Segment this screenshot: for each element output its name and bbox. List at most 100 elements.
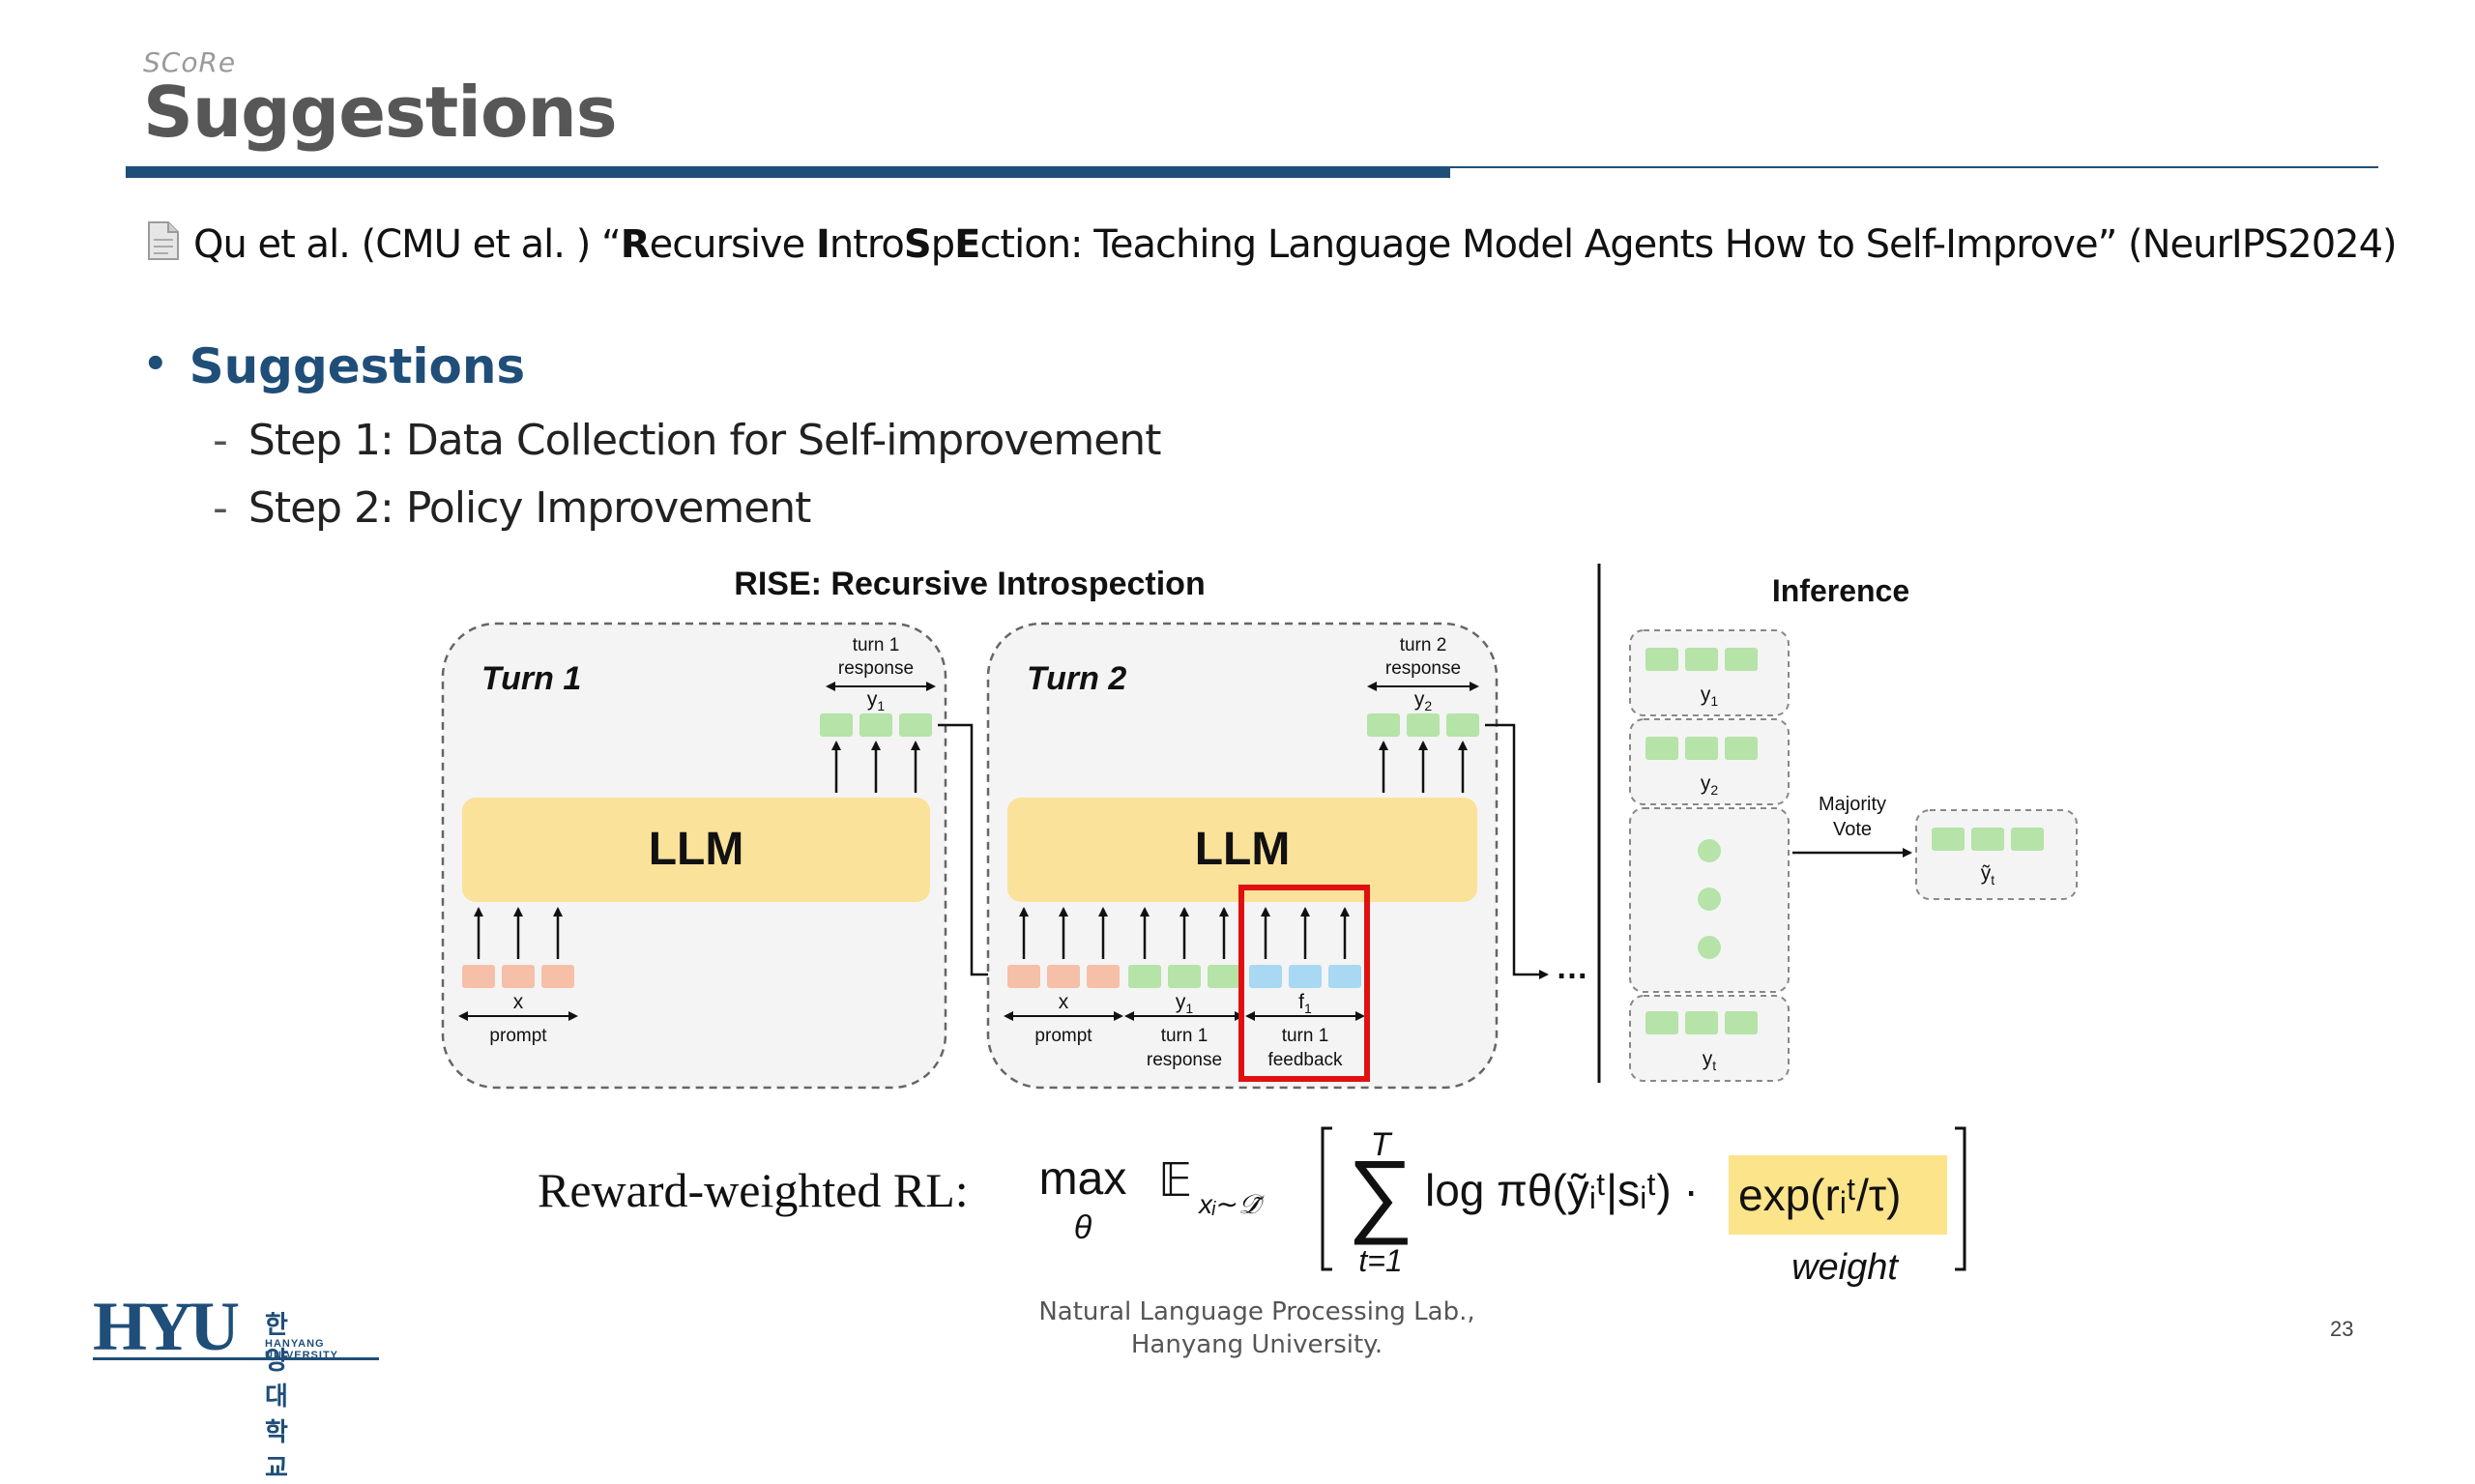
ref-letter-s: S — [903, 222, 932, 267]
feedback-token — [1289, 965, 1322, 988]
response-token — [1645, 648, 1678, 671]
feedback-token — [1249, 965, 1282, 988]
turn1-caption-1: turn 1 — [853, 635, 900, 655]
ref-letter-r: R — [620, 222, 651, 267]
response-token — [1932, 828, 1965, 851]
slide-title: Suggestions — [143, 72, 618, 153]
response-token — [1446, 713, 1479, 737]
prompt-token — [462, 965, 495, 988]
bullet-marker: • — [143, 342, 168, 387]
majority-vote-label-2: Vote — [1833, 819, 1872, 840]
turn2-group-var: f1 — [1298, 991, 1312, 1016]
response-token — [1685, 648, 1718, 671]
step-text: Step 2: Policy Improvement — [248, 483, 812, 533]
prompt-token — [541, 965, 574, 988]
step-text: Step 1: Data Collection for Self-improve… — [248, 416, 1162, 465]
candidate-label: yt — [1703, 1048, 1717, 1073]
response-token — [899, 713, 932, 737]
footer-lab-name: Natural Language Processing Lab., Hanyan… — [967, 1295, 1547, 1361]
ref-text-a: Qu et al. (CMU et al. ) “ — [193, 222, 622, 267]
ref-text-c: ntro — [829, 222, 905, 267]
formula-left-bracket — [1321, 1126, 1332, 1271]
turn2-group-caption: feedback — [1267, 1050, 1343, 1070]
response-token — [1208, 965, 1240, 988]
logo-underline — [93, 1357, 379, 1360]
feedback-highlight-box — [1238, 885, 1370, 1082]
step-item: -Step 2: Policy Improvement — [213, 483, 812, 533]
ellipsis-dot — [1698, 936, 1721, 959]
response-token — [1128, 965, 1161, 988]
step-item: -Step 1: Data Collection for Self-improv… — [213, 416, 1162, 465]
ref-letter-i: I — [815, 222, 830, 267]
step-dash: - — [213, 483, 228, 533]
formula-sum-sign: ∑ — [1348, 1142, 1413, 1245]
turn2-caption-2: response — [1385, 658, 1461, 679]
turn1-bottom-var: x — [513, 991, 524, 1013]
turn2-llm-label: LLM — [1195, 824, 1291, 875]
prompt-token — [1047, 965, 1080, 988]
response-token — [859, 713, 892, 737]
ref-letter-e: E — [954, 222, 980, 267]
turn2-group-caption: prompt — [1034, 1026, 1092, 1046]
reward-weighted-formula: max θ 𝔼 xᵢ∼𝒟̃ T ∑ t=1 log πθ(ỹᵢᵗ|sᵢᵗ) · … — [1039, 1126, 1966, 1288]
turn1-top-var: y1 — [867, 688, 886, 713]
formula-max: max — [1039, 1153, 1127, 1205]
bullet-heading-text: Suggestions — [189, 338, 526, 394]
formula-theta: θ — [1074, 1209, 1092, 1246]
response-token — [1725, 737, 1758, 760]
formula-label: Reward-weighted RL: — [538, 1163, 969, 1217]
turn2-llm-block — [1007, 798, 1477, 902]
turn1-prompt-caption: prompt — [489, 1026, 547, 1046]
formula-expectation-sub: xᵢ∼𝒟̃ — [1197, 1189, 1265, 1219]
weight-highlight — [1729, 1155, 1947, 1235]
majority-vote-label-1: Majority — [1819, 794, 1886, 815]
turn2-group-var: x — [1059, 991, 1069, 1013]
hyu-logo: HYU 한양대학교 HANYANG UNIVERSITY — [93, 1288, 379, 1482]
bullet-heading: • Suggestions — [143, 338, 525, 394]
candidate-label: y1 — [1701, 684, 1719, 709]
rise-diagram: RISE: Recursive Introspection Turn 1 tur… — [441, 564, 2078, 1090]
final-answer-label: ỹt — [1981, 862, 1995, 887]
response-token — [1685, 1011, 1718, 1034]
response-token — [1645, 737, 1678, 760]
diagram-title: RISE: Recursive Introspection — [734, 566, 1205, 602]
ref-text-e: ction: Teaching Language Model Agents Ho… — [979, 222, 2397, 267]
turn2-group-var: y1 — [1176, 991, 1194, 1016]
page-number: 23 — [2330, 1317, 2354, 1341]
turn2-label: Turn 2 — [1027, 660, 1126, 697]
formula-log-term: log πθ(ỹᵢᵗ|sᵢᵗ) · — [1425, 1165, 1699, 1215]
formula-expectation: 𝔼 — [1158, 1155, 1192, 1207]
response-token — [1971, 828, 2004, 851]
logo-korean-name: 한양대학교 — [265, 1310, 288, 1482]
section-kicker: SCoRe — [143, 46, 237, 78]
footer-lab-line-1: Natural Language Processing Lab., — [1038, 1297, 1475, 1326]
response-token — [2011, 828, 2044, 851]
feedback-token — [1328, 965, 1361, 988]
prompt-token — [1087, 965, 1120, 988]
ellipsis: … — [1556, 949, 1588, 986]
paper-reference: Qu et al. (CMU et al. ) “Recursive Intro… — [147, 220, 2398, 267]
response-token — [1725, 1011, 1758, 1034]
response-token — [1407, 713, 1440, 737]
turn2-group-caption: turn 1 — [1161, 1026, 1208, 1046]
weight-note: weight — [1791, 1247, 1899, 1288]
turn1-llm-block — [462, 798, 930, 902]
title-rule-thin — [1450, 166, 2378, 168]
candidate-label: y2 — [1701, 772, 1719, 798]
turn2-top-var: y2 — [1414, 688, 1433, 713]
formula-sum-bottom: t=1 — [1358, 1243, 1402, 1278]
response-token — [820, 713, 853, 737]
prompt-token — [1007, 965, 1040, 988]
response-token — [1168, 965, 1201, 988]
turn1-caption-2: response — [838, 658, 914, 679]
turn1-llm-label: LLM — [649, 824, 744, 875]
turn2-group-caption: turn 1 — [1282, 1026, 1329, 1046]
step-dash: - — [213, 416, 228, 465]
formula-right-bracket — [1955, 1126, 1966, 1271]
turn1-label: Turn 1 — [481, 660, 581, 697]
ref-text-d: p — [930, 222, 955, 267]
document-icon — [148, 221, 179, 260]
logo-wordmark: HYU — [93, 1288, 240, 1365]
ellipsis-dot — [1698, 839, 1721, 862]
response-token — [1367, 713, 1400, 737]
